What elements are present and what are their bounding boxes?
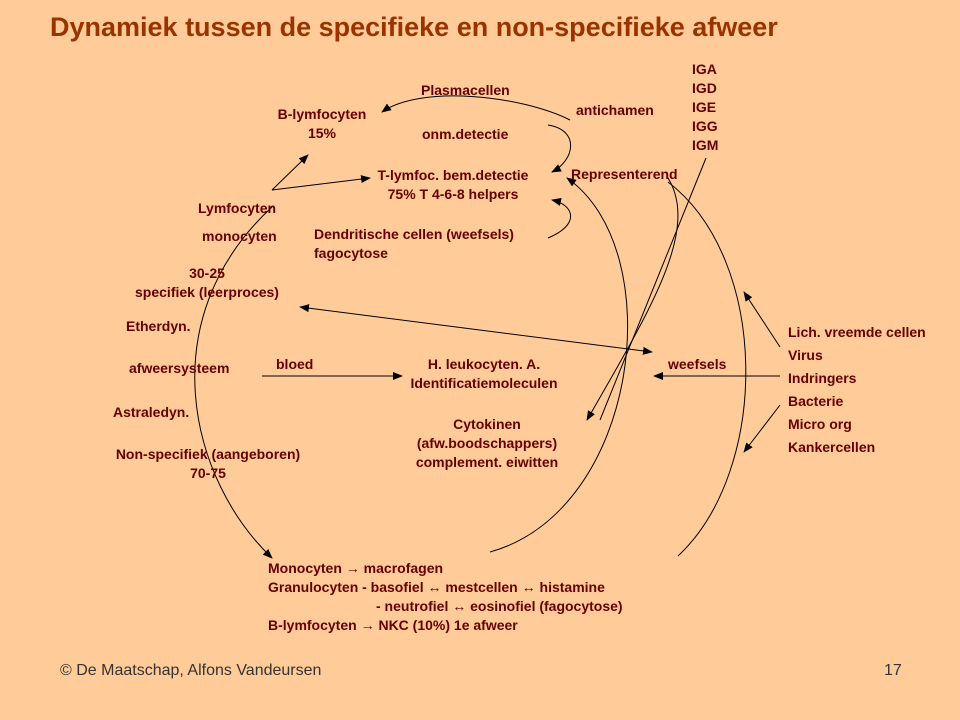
invader-item: Bacterie — [788, 393, 844, 409]
bottom-line-b-lymfocyten: B-lymfocyten → NKC (10%) 1e afweer — [268, 617, 518, 633]
b-lymfocyten-line1: B-lymfocyten — [277, 106, 367, 122]
representerend-arc — [586, 177, 679, 421]
b-lymfocyten-line2: 15% — [307, 125, 337, 141]
bottom-line-granulocyten: Granulocyten - basofiel ↔ mestcellen ↔ h… — [268, 579, 605, 595]
bottom-list: Monocyten → macrofagen Granulocyten - ba… — [268, 559, 623, 635]
invaders-list: Lich. vreemde cellen Virus Indringers Ba… — [788, 321, 926, 459]
representerend-label: Representerend — [571, 166, 678, 182]
antichamen-label: antichamen — [576, 102, 654, 118]
astraledyn-label: Astraledyn. — [113, 404, 190, 420]
etherdyn-label: Etherdyn. — [126, 318, 191, 334]
b-lymf-arrow — [271, 154, 309, 191]
cytokinen-line3: complement. eiwitten — [415, 454, 559, 470]
igm-label: IGM — [692, 137, 719, 153]
immunoglobulin-list: IGA IGD IGE IGG IGM — [692, 60, 718, 155]
bottom-line-neutrofiel: - neutrofiel ↔ eosinofiel (fagocytose) — [376, 598, 623, 614]
invader-arrow-up — [743, 291, 781, 348]
plasmacellen-label: Plasmacellen — [421, 82, 510, 98]
t-lymf-arrow — [271, 175, 371, 191]
cytokinen-label: Cytokinen (afw.boodschappers) complement… — [392, 415, 582, 472]
plasma-arc — [381, 95, 571, 121]
specifiek-weefsels-arrow — [299, 304, 653, 355]
monocyten-label: monocyten — [202, 228, 277, 244]
specifiek-line2: specifiek (leerproces) — [135, 284, 279, 300]
iga-label: IGA — [692, 61, 717, 77]
dendritic-curl — [547, 198, 571, 239]
dendritische-line1: Dendritische cellen (weefsels) — [314, 226, 514, 242]
page-number: 17 — [884, 662, 902, 679]
page-title: Dynamiek tussen de specifieke en non-spe… — [50, 12, 778, 42]
antichamen-curl — [547, 124, 572, 173]
weefsels-label: weefsels — [668, 356, 727, 372]
dendritische-label: Dendritische cellen (weefsels) fagocytos… — [314, 225, 514, 263]
invader-item: Kankercellen — [788, 439, 876, 455]
dendritische-line2: fagocytose — [314, 245, 388, 261]
specifiek-line1: 30-25 — [189, 265, 225, 281]
invader-item: Micro org — [788, 416, 852, 432]
iga-line — [599, 157, 707, 421]
footer-copyright: © De Maatschap, Alfons Vandeursen — [60, 662, 322, 679]
igg-label: IGG — [692, 118, 718, 134]
cytokinen-line1: Cytokinen — [453, 416, 521, 432]
bottom-line-monocyten: Monocyten → macrofagen — [268, 560, 444, 576]
leukocyten-label: H. leukocyten. A. Identificatiemoleculen — [384, 355, 584, 393]
t-lymfocyten-line2: 75% T 4-6-8 helpers — [387, 186, 519, 202]
ige-label: IGE — [692, 99, 717, 115]
afweersysteem-label: afweersysteem — [129, 360, 230, 376]
big-left-arc — [194, 206, 273, 559]
leukocyten-line2: Identificatiemoleculen — [410, 375, 558, 391]
b-lymfocyten-label: B-lymfocyten 15% — [262, 105, 382, 143]
invader-arrow-down — [743, 404, 781, 453]
igd-label: IGD — [692, 80, 717, 96]
t-lymfocyten-line1: T-lymfoc. bem.detectie — [377, 167, 529, 183]
bloed-label: bloed — [276, 356, 314, 372]
leukocyten-line1: H. leukocyten. A. — [427, 356, 541, 372]
bottom-arc-inner — [489, 177, 628, 553]
cytokinen-line2: (afw.boodschappers) — [416, 435, 558, 451]
right-big-arc — [667, 181, 747, 557]
non-specifiek-line2: 70-75 — [190, 465, 226, 481]
invader-item: Lich. vreemde cellen — [788, 324, 926, 340]
specifiek-label: 30-25 specifiek (leerproces) — [117, 264, 297, 302]
non-specifiek-line1: Non-specifiek (aangeboren) — [115, 446, 301, 462]
invader-item: Virus — [788, 347, 823, 363]
t-lymfocyten-label: T-lymfoc. bem.detectie 75% T 4-6-8 helpe… — [358, 166, 548, 204]
lymfocyten-label: Lymfocyten — [198, 200, 277, 216]
invader-item: Indringers — [788, 370, 857, 386]
non-specifiek-label: Non-specifiek (aangeboren) 70-75 — [98, 445, 318, 483]
onm-detectie-label: onm.detectie — [422, 126, 509, 142]
